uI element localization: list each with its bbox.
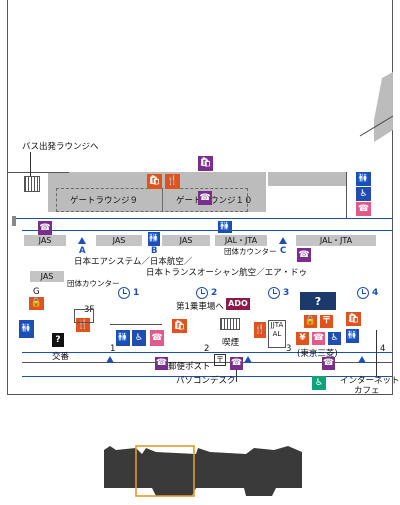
locker-icon-right: 🔒 [304, 315, 317, 328]
elevator-box [74, 309, 94, 323]
restroom-icon-lower-right: 🚻 [346, 329, 359, 343]
exit-marker-3 [358, 356, 366, 363]
exit-marker-2 [244, 356, 252, 363]
counter-jal-jta-1: JAL・JTA [215, 235, 267, 246]
restaurant-icon-lower: 🍴 [76, 318, 90, 332]
group-counter-2-label: 団体カウンター [67, 279, 120, 288]
disabled-icon-lower-mid: ♿ [132, 330, 146, 346]
lower-building-edge [22, 376, 392, 377]
baggage-g-label: G [33, 287, 40, 297]
floor-3f-label: 3F [84, 305, 95, 315]
map-frame [7, 0, 393, 395]
pink-icon-lower-right: ☎ [312, 332, 325, 345]
phone-icon-left: ☎ [38, 221, 52, 235]
gate-lounge-9-label: ゲートラウンジ９ [70, 196, 139, 206]
gate-a-marker [78, 237, 86, 244]
airline-line-2: 日本トランスオーシャン航空／エア・ドゥ [146, 268, 308, 278]
clock-icon-4 [357, 287, 369, 299]
bank-icon: ¥ [296, 332, 309, 345]
clock-3-number: 3 [283, 288, 290, 298]
group-counter-1-label: 団体カウンター [224, 247, 277, 256]
corridor-line-upper [12, 218, 393, 219]
shop-icon-lounge: 🛍 [147, 174, 162, 189]
phone-icon-bottom-3: ☎ [322, 357, 335, 370]
shop-icon-lower: 🛍 [172, 319, 187, 333]
upper-left-wall [7, 172, 69, 173]
pink-icon-lower-mid: ☎ [150, 330, 164, 346]
phone-icon-upper: ☎ [198, 191, 212, 205]
phone-icon-bottom-2: ☎ [230, 357, 243, 370]
airline-line-1: 日本エアシステム／日本航空／ [74, 257, 193, 267]
clock-icon-3 [268, 287, 280, 299]
smoking-area-stair [220, 318, 240, 330]
disabled-icon-upper-right: ♿ [356, 187, 371, 201]
clock-icon-1 [118, 287, 130, 299]
restroom-icon-upper-right: 🚻 [356, 172, 371, 186]
pc-desk-pointer [236, 370, 237, 382]
right-room [268, 172, 346, 186]
clock-1-number: 1 [133, 288, 140, 298]
internet-cafe-label-2: カフェ [354, 386, 380, 396]
baggage-icon: 🔒 [29, 297, 44, 310]
pc-desk-label: パソコンデスク [176, 376, 236, 386]
ado-badge: ADO [226, 298, 250, 310]
counter-jas-4: JAS [30, 271, 64, 282]
shop-icon: 🛍 [198, 156, 213, 171]
jta-stack-box: JJTAAL [268, 320, 286, 348]
internet-cafe-label-1: インターネット [340, 376, 400, 386]
door-1-label: 1 [110, 344, 116, 354]
bus-stair [24, 176, 40, 192]
clock-icon-2 [196, 287, 208, 299]
police-icon: ? [52, 333, 64, 347]
gate-b-label: B [151, 246, 158, 256]
counter-jas-1: JAS [24, 235, 66, 246]
restaurant-icon-jta: 🍴 [254, 322, 266, 338]
shop-icon-right: 🛍 [346, 312, 361, 326]
disabled-icon-lower-right: ♿ [328, 332, 341, 345]
clock-2-number: 2 [211, 288, 218, 298]
left-stub [12, 216, 16, 226]
tokyo-mitsubishi-label: (東京三菱) [297, 349, 338, 359]
door-2-label: 2 [204, 344, 210, 354]
phone-icon-right: ☎ [297, 248, 311, 262]
internet-pointer [376, 330, 377, 376]
door-3-label: 3 [286, 344, 292, 354]
bus-stop-label: 第1乗車場へ [176, 302, 224, 312]
lower-wall-top [110, 324, 162, 325]
gate-c-label: C [280, 246, 287, 256]
bus-pointer [30, 152, 31, 176]
exit-marker-1 [106, 356, 114, 363]
restroom-icon-mid: 🚻 [148, 232, 160, 246]
koban-label: 交番 [52, 352, 70, 362]
gate-c-marker [279, 237, 287, 244]
restaurant-icon: 🍴 [165, 174, 180, 189]
pink-icon-upper-right: ☎ [356, 202, 371, 216]
lower-corridor-line [22, 352, 392, 353]
right-room-wall [346, 172, 347, 218]
info-desk-icon: ? [300, 292, 336, 310]
internet-cafe-icon: ♿ [312, 376, 326, 390]
counter-jas-3: JAS [162, 235, 210, 246]
counter-jal-jta-2: JAL・JTA [296, 235, 376, 246]
gate-lounge-10-label: ゲートラウンジ１０ [176, 196, 253, 206]
bus-lounge-label: バス出発ラウンジへ [22, 142, 99, 152]
phone-icon-bottom-1: ☎ [155, 357, 168, 370]
counter-jas-2: JAS [96, 235, 142, 246]
restroom-icon-lower-left: 🚻 [19, 320, 34, 338]
building-outline [359, 72, 394, 142]
gate-a-label: A [79, 246, 86, 256]
corridor-line-top [22, 230, 393, 231]
post-icon-right: 〒 [320, 315, 333, 328]
lower-wall-bottom [22, 362, 392, 363]
post-box-label: 郵便ポスト [168, 362, 211, 372]
lounge-divider [162, 188, 163, 212]
mini-map [104, 445, 302, 497]
smoking-label: 喫煙 [222, 338, 240, 348]
restroom-icon-jal: 🚻 [218, 221, 232, 233]
restroom-icon-lower-mid: 🚻 [116, 330, 130, 346]
door-4-label: 4 [380, 344, 386, 354]
clock-4-number: 4 [372, 288, 379, 298]
post-box-icon: 〒 [214, 354, 226, 366]
